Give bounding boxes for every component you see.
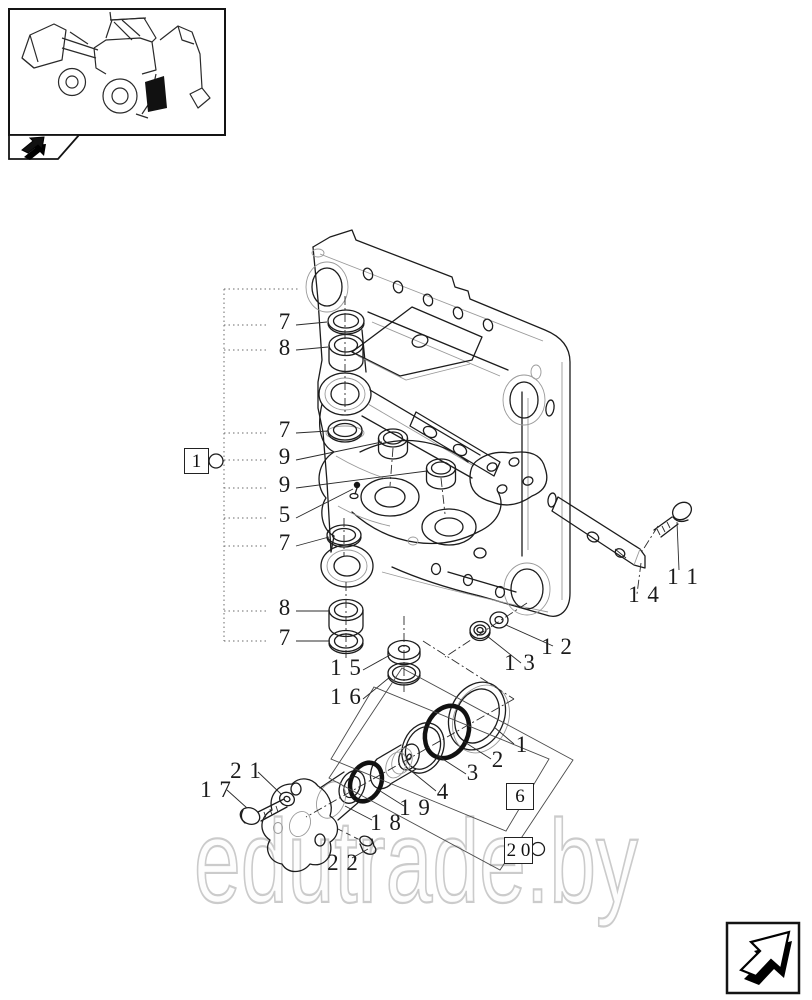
callout-21: 2 1	[230, 758, 262, 783]
kit-6-boundary	[330, 686, 550, 832]
callout-2: 2	[491, 747, 505, 772]
callout-17: 1 7	[200, 777, 232, 802]
highlighted-section	[145, 76, 167, 112]
center-lines	[305, 296, 659, 842]
callout-19: 1 9	[399, 795, 431, 820]
next-section-button[interactable]	[725, 921, 805, 999]
callout-13: 1 3	[504, 650, 536, 675]
callout-4: 4	[436, 779, 450, 804]
tie-bar	[409, 411, 646, 569]
prev-section-button[interactable]	[8, 132, 98, 166]
callout-11: 1 1	[667, 564, 699, 589]
callout-9: 9	[278, 444, 292, 469]
callout-22: 2 2	[327, 850, 359, 875]
callout-7: 7	[278, 530, 292, 555]
callout-8: 8	[278, 595, 292, 620]
bolt-11	[653, 501, 693, 538]
callout-15: 1 5	[330, 655, 362, 680]
callout-7: 7	[278, 417, 292, 442]
callout-18: 1 8	[370, 810, 402, 835]
callout-16: 1 6	[330, 684, 362, 709]
backhoe-loader-thumbnail	[21, 11, 211, 119]
reference-box-1[interactable]: 1	[184, 448, 209, 474]
callout-14: 1 4	[628, 582, 660, 607]
callout-7: 7	[278, 309, 292, 334]
callout-3: 3	[466, 760, 480, 785]
reference-box-6[interactable]: 6	[506, 783, 534, 810]
callout-1: 1	[515, 732, 529, 757]
reference-box-20[interactable]: 2 0	[504, 837, 533, 864]
section-back-arrow-icon	[21, 136, 46, 160]
callout-8: 8	[278, 335, 292, 360]
callout-12: 1 2	[541, 634, 573, 659]
callout-5: 5	[278, 502, 292, 527]
leader-lines	[226, 321, 680, 859]
kit-20-boundary	[328, 667, 574, 871]
callout-7: 7	[278, 625, 292, 650]
callout-9: 9	[278, 472, 292, 497]
section-next-arrow-icon	[739, 930, 792, 985]
machine-thumbnail[interactable]	[8, 8, 226, 136]
